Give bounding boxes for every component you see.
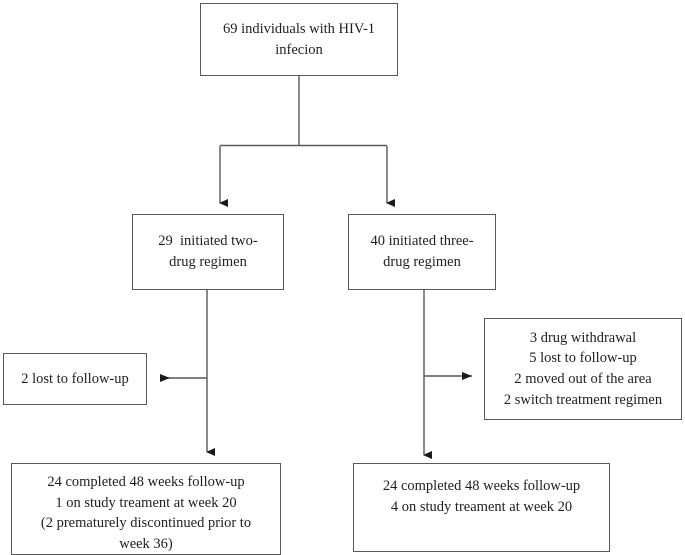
node-three-drug-attrition-line-3: 2 moved out of the area (514, 371, 652, 387)
node-enrolled-line-2: infecion (275, 41, 323, 58)
node-two-drug-arm-line-2: drug regimen (169, 254, 247, 270)
node-three-drug-arm-line-2: drug regimen (383, 254, 461, 270)
node-two-drug-outcome: 24 completed 48 weeks follow-up 1 on stu… (11, 463, 281, 555)
node-three-drug-attrition-line-2: 5 lost to follow-up (529, 350, 637, 367)
node-two-drug-outcome-line-3: (2 prematurely discontinued prior to (40, 515, 252, 532)
node-three-drug-attrition: 3 drug withdrawal 5 lost to follow-up 2 … (484, 318, 682, 420)
node-three-drug-outcome-line-2: 4 on study treament at week 20 (390, 498, 573, 515)
node-enrolled: 69 individuals with HIV-1 infecion (200, 3, 398, 76)
node-two-drug-outcome-line-4: week 36) (119, 535, 173, 552)
node-three-drug-attrition-line-1: 3 drug withdrawal (529, 329, 637, 346)
node-three-drug-outcome: 24 completed 48 weeks follow-up 4 on stu… (353, 463, 610, 552)
node-two-drug-outcome-line-1: 24 completed 48 weeks follow-up (47, 474, 245, 490)
node-three-drug-arm: 40 initiated three- drug regimen (348, 214, 496, 290)
node-two-drug-arm-line-1: 29 initiated two- (158, 233, 258, 250)
node-enrolled-line-1: 69 individuals with HIV-1 (222, 20, 376, 37)
node-three-drug-outcome-line-1: 24 completed 48 weeks follow-up (382, 478, 581, 494)
node-two-drug-outcome-line-2: 1 on study treament at week 20 (55, 494, 237, 511)
node-two-drug-arm: 29 initiated two- drug regimen (132, 214, 284, 290)
node-three-drug-arm-line-1: 40 initiated three- (370, 233, 474, 250)
node-two-drug-attrition: 2 lost to follow-up (3, 353, 147, 405)
node-three-drug-attrition-line-4: 2 switch treatment regimen (503, 391, 663, 408)
node-two-drug-attrition-line-1: 2 lost to follow-up (21, 370, 129, 387)
